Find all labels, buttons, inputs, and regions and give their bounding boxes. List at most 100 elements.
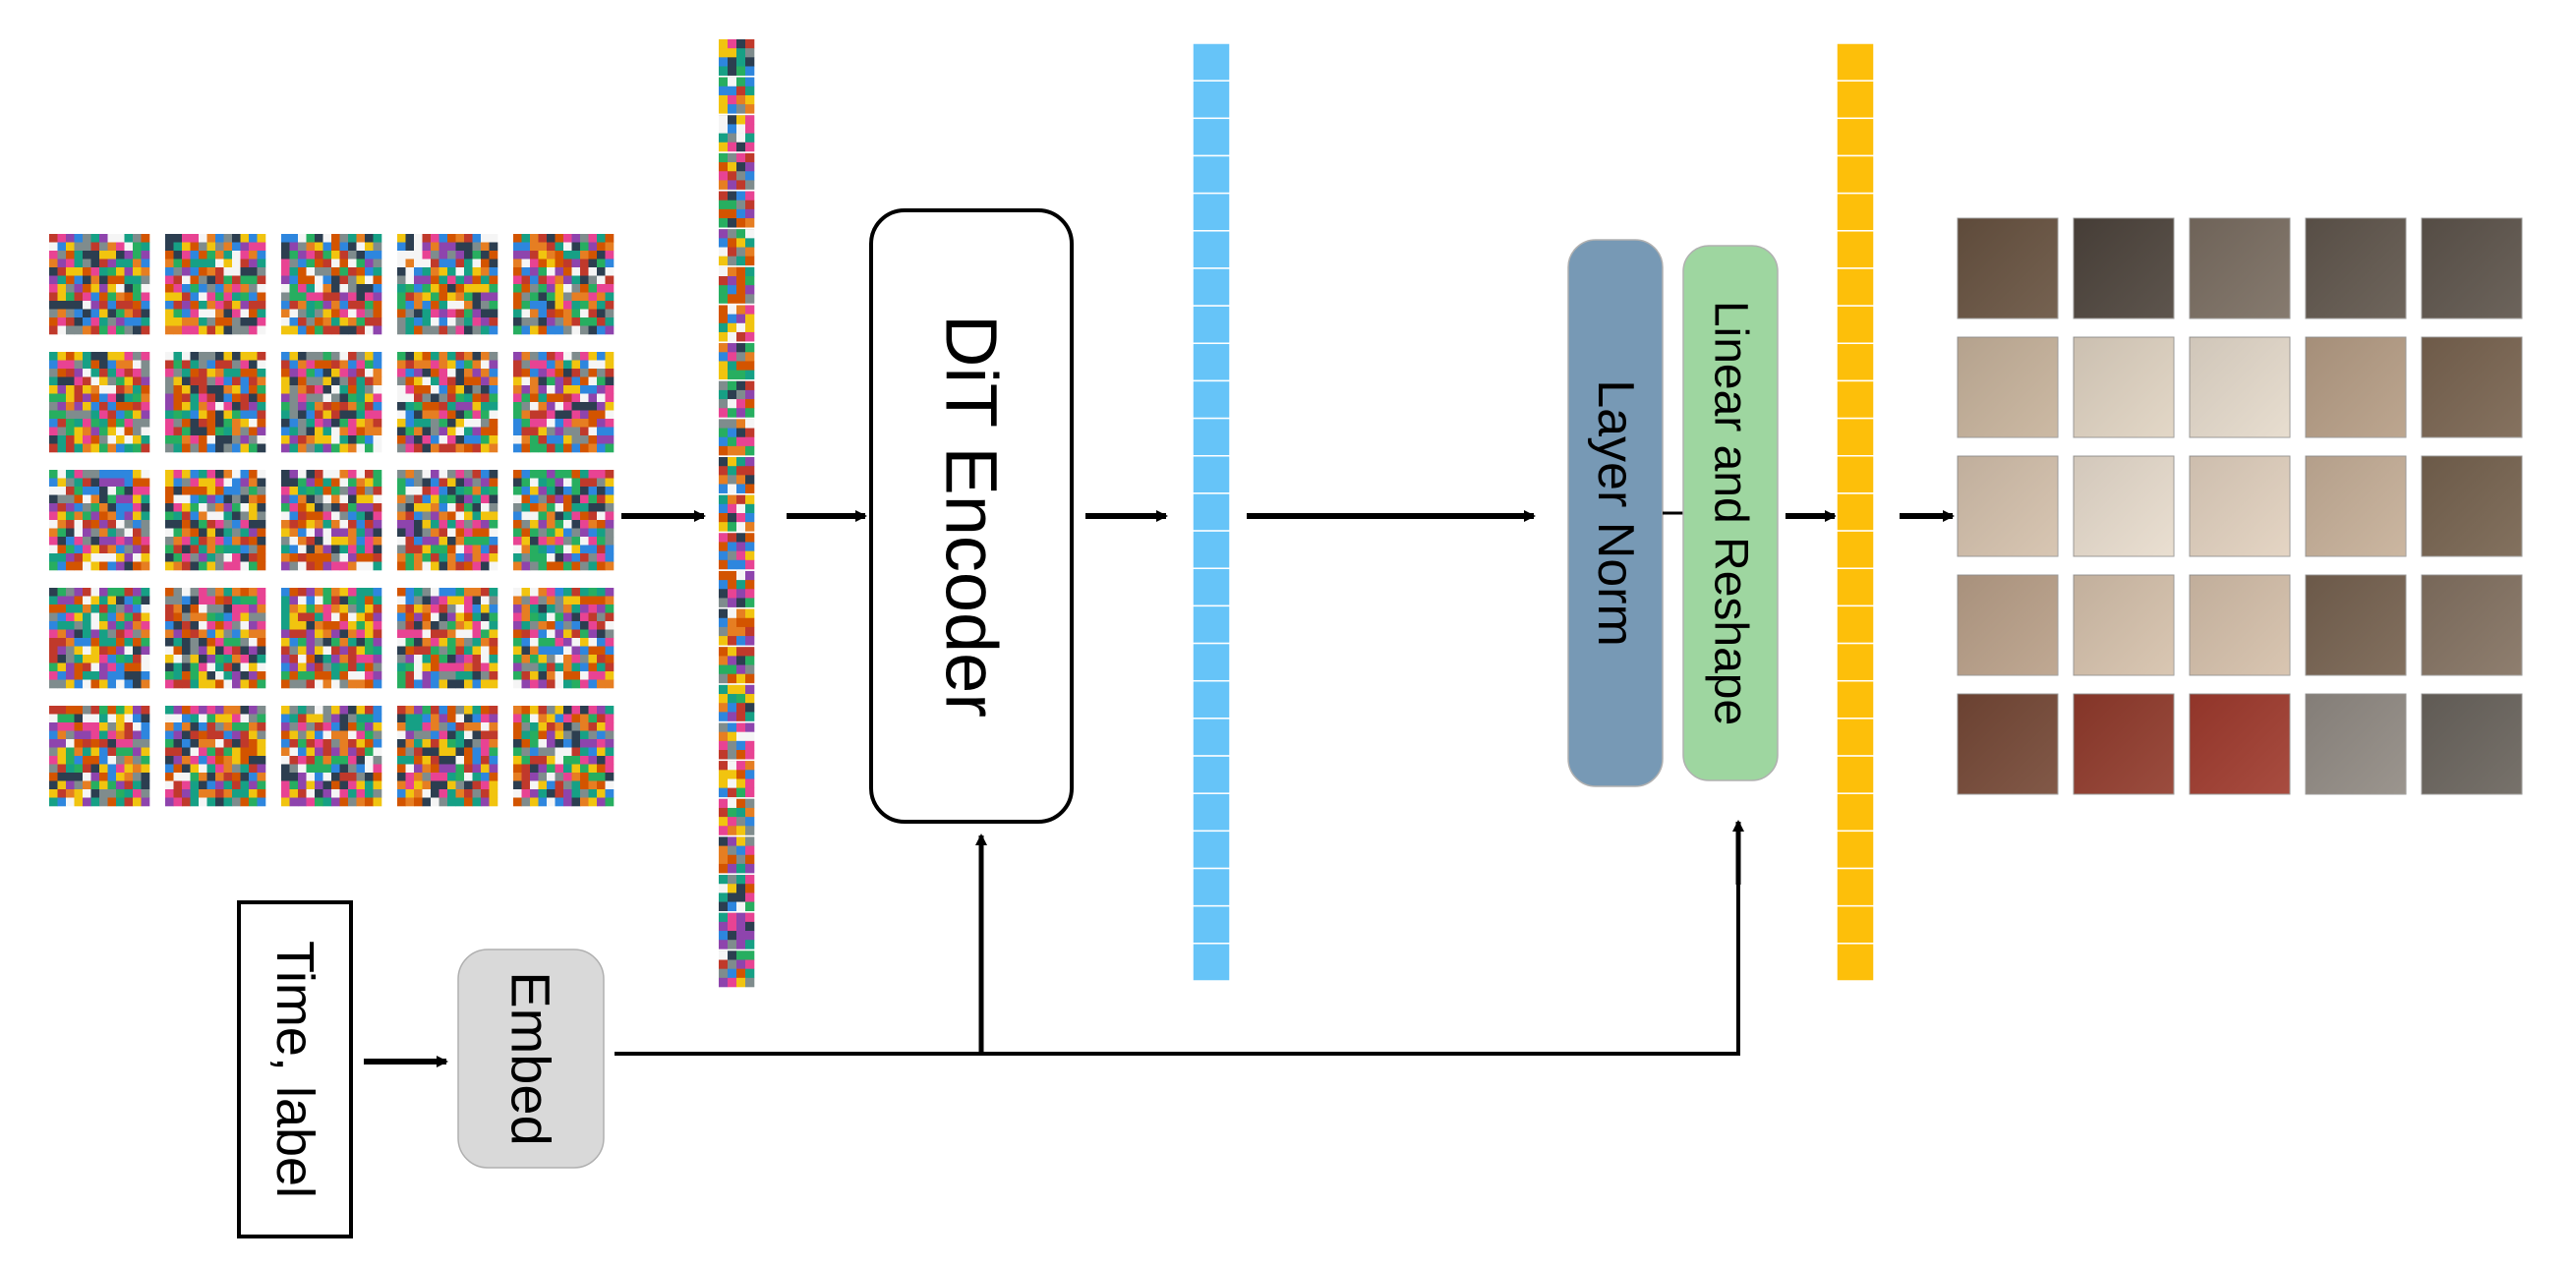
output-image-patch — [2073, 455, 2175, 557]
noise-patch — [513, 470, 615, 571]
encoded-token — [1192, 305, 1231, 345]
dit-encoder-block: DiT Encoder — [869, 208, 1074, 824]
noise-patch-token — [719, 608, 755, 646]
noise-patch — [165, 588, 266, 689]
output-token — [1836, 80, 1875, 120]
output-token — [1836, 42, 1875, 82]
output-token — [1836, 755, 1875, 794]
noise-patch — [49, 234, 150, 335]
noise-patch — [281, 470, 382, 571]
noise-patch — [513, 352, 615, 453]
encoded-token — [1192, 679, 1231, 719]
output-image-patch — [2421, 217, 2523, 319]
encoded-token — [1192, 530, 1231, 569]
output-token — [1836, 867, 1875, 907]
output-image-patch — [2073, 217, 2175, 319]
noise-patch-token — [719, 761, 755, 798]
noise-patch-token — [719, 533, 755, 570]
output-image-patch — [2305, 217, 2407, 319]
time-label-text: Time, label — [265, 941, 324, 1198]
encoded-token — [1192, 604, 1231, 645]
output-image-patch — [2073, 574, 2175, 676]
noise-patch-token — [719, 305, 755, 342]
output-token — [1836, 642, 1875, 682]
noise-patch — [281, 352, 382, 453]
output-image-patch — [2421, 336, 2523, 438]
output-token — [1836, 305, 1875, 345]
noise-patch — [49, 352, 150, 453]
noise-patch — [165, 706, 266, 807]
noise-patch — [281, 706, 382, 807]
embed-block: Embed — [457, 949, 605, 1169]
encoded-token — [1192, 42, 1231, 82]
output-image-patch — [2421, 574, 2523, 676]
output-image-patch — [2305, 455, 2407, 557]
output-image-patch — [1957, 336, 2059, 438]
output-token — [1836, 679, 1875, 719]
output-image-patch — [2073, 693, 2175, 795]
output-image-patch — [1957, 574, 2059, 676]
output-token — [1836, 379, 1875, 420]
encoded-token — [1192, 755, 1231, 794]
output-image-patch — [2305, 336, 2407, 438]
noise-patch — [397, 588, 498, 689]
encoded-token — [1192, 567, 1231, 607]
noise-patch-token — [719, 419, 755, 456]
time-label-block: Time, label — [237, 900, 353, 1238]
output-image-patch — [2305, 693, 2407, 795]
output-image-patch — [1957, 217, 2059, 319]
linear-reshape-label: Linear and Reshape — [1705, 301, 1757, 725]
output-token — [1836, 417, 1875, 457]
encoded-token — [1192, 943, 1231, 982]
encoded-token — [1192, 192, 1231, 232]
noise-patch — [397, 706, 498, 807]
noise-patch-token — [719, 229, 755, 266]
output-image-patch — [2421, 693, 2523, 795]
noise-patch — [513, 706, 615, 807]
output-image-patch — [2189, 574, 2291, 676]
output-token — [1836, 192, 1875, 232]
embed-label: Embed — [500, 971, 562, 1145]
noise-patch-token — [719, 684, 755, 721]
noise-patch-token — [719, 266, 755, 304]
noise-patch-token — [719, 494, 755, 532]
encoded-token — [1192, 904, 1231, 945]
output-token — [1836, 567, 1875, 607]
encoded-token — [1192, 154, 1231, 195]
encoded-token — [1192, 267, 1231, 307]
linear-reshape-block: Linear and Reshape — [1682, 245, 1779, 781]
noise-patch-token — [719, 115, 755, 152]
output-token — [1836, 904, 1875, 945]
output-token — [1836, 718, 1875, 757]
noise-patch — [281, 234, 382, 335]
noise-patch — [281, 588, 382, 689]
output-image-patch — [2189, 693, 2291, 795]
conditioning-path — [615, 828, 1740, 1056]
encoded-token — [1192, 379, 1231, 420]
noise-patch — [49, 706, 150, 807]
output-token — [1836, 154, 1875, 195]
encoded-token — [1192, 117, 1231, 157]
output-token — [1836, 267, 1875, 307]
noise-patch — [513, 588, 615, 689]
encoded-token — [1192, 342, 1231, 382]
output-image-patch — [2189, 336, 2291, 438]
noise-patch-token — [719, 77, 755, 114]
noise-patch — [165, 352, 266, 453]
noise-patch-token — [719, 798, 755, 835]
output-token — [1836, 530, 1875, 569]
output-image-patch — [2073, 336, 2175, 438]
output-image-patch — [2421, 455, 2523, 557]
noise-patch-token — [719, 152, 755, 190]
noise-patch-token — [719, 722, 755, 760]
noise-patch — [397, 352, 498, 453]
output-image-patch-grid — [1957, 217, 2523, 795]
noise-patch-token — [719, 950, 755, 988]
noise-patch-token — [719, 647, 755, 684]
noise-patch-token — [719, 39, 755, 76]
noise-patch — [165, 234, 266, 335]
output-image-patch — [1957, 455, 2059, 557]
encoded-token — [1192, 867, 1231, 907]
noise-patch-token — [719, 912, 755, 950]
